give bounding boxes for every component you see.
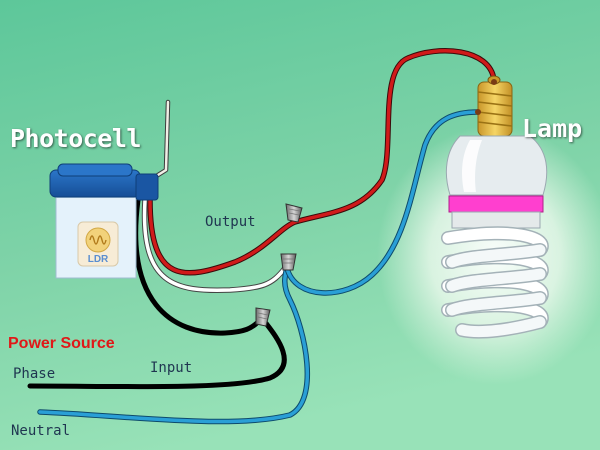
input-label: Input <box>150 360 193 376</box>
ldr-icon: LDR <box>77 221 119 267</box>
wire-nut-icon <box>280 253 297 271</box>
wire-nut-icon <box>255 307 271 327</box>
power-source-label: Power Source <box>8 335 115 352</box>
wire-red-output <box>148 49 496 275</box>
output-label: Output <box>205 214 256 230</box>
phase-label: Phase <box>13 366 56 382</box>
wire-black-photocell <box>133 197 261 336</box>
wire-white <box>142 198 287 293</box>
photocell-label: Photocell <box>10 124 141 153</box>
wire-black-phase <box>27 319 287 390</box>
ldr-label: LDR <box>88 254 109 265</box>
photocell-sensor-icon: LDR <box>49 163 159 279</box>
wire-blue-neutral <box>38 266 310 424</box>
lamp-label: Lamp <box>522 114 583 143</box>
wire-nut-icon <box>285 203 303 223</box>
wire-blue-lamp <box>285 110 480 295</box>
wire-group <box>27 48 497 425</box>
neutral-label: Neutral <box>11 423 71 439</box>
cfl-lamp-icon <box>441 75 549 339</box>
